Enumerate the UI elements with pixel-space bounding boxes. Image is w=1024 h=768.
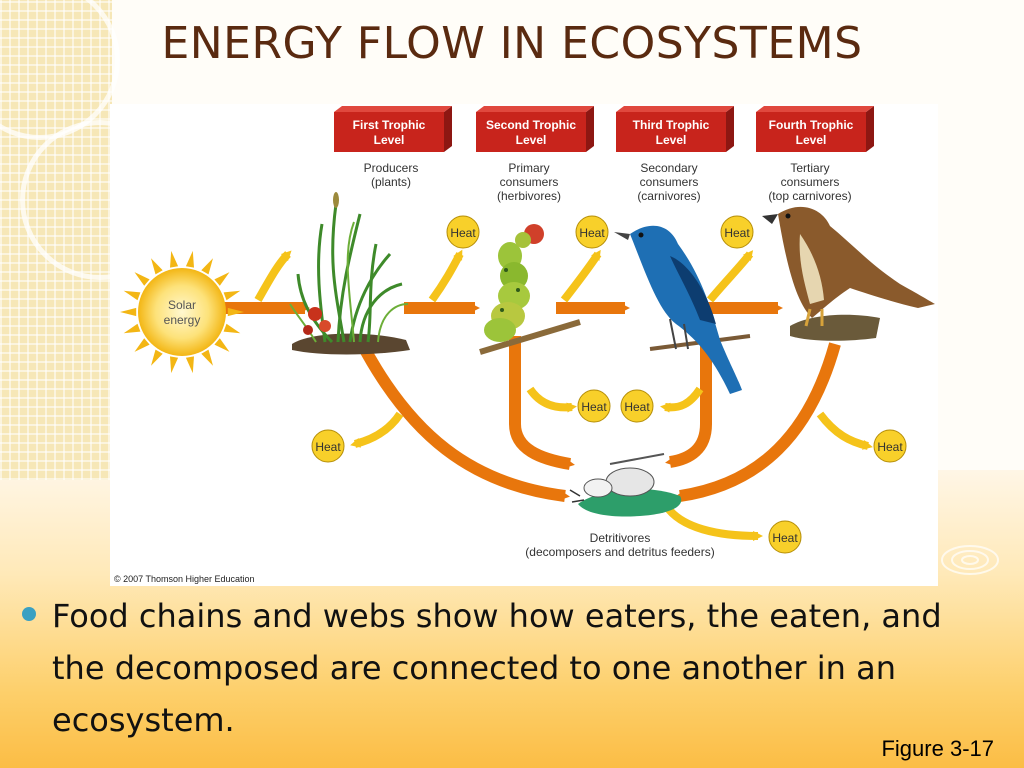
sun-ray [185, 250, 194, 268]
energy-flow-figure: First Trophic Level Second Trophic Level… [110, 104, 938, 586]
trophic-desc: (carnivores) [637, 189, 700, 203]
sun-icon: Solar energy [120, 250, 244, 374]
heat-arrow [350, 411, 404, 448]
trophic-level-box-4: Fourth Trophic Level [756, 106, 874, 152]
heat-arrow [526, 386, 577, 413]
heat-label: Heat [772, 531, 798, 545]
sun-ray [201, 258, 213, 275]
bluebird-icon [614, 225, 751, 394]
trophic-desc: Tertiary [790, 161, 829, 175]
heat-label: Heat [581, 400, 607, 414]
trophic-desc: (herbivores) [497, 189, 561, 203]
heat-arrow [661, 501, 763, 541]
sun-ray [134, 338, 150, 352]
heat-arrow [428, 249, 464, 303]
trophic-level-label: Level [796, 133, 827, 147]
energy-arrow [509, 336, 575, 470]
sun-ray [151, 349, 163, 366]
sun-ray [120, 307, 137, 317]
trophic-desc: consumers [640, 175, 699, 189]
trophic-level-label: Level [516, 133, 547, 147]
energy-arrow [356, 341, 570, 502]
heat-label: Heat [877, 440, 903, 454]
trophic-level-label: Level [656, 133, 687, 147]
trophic-desc: Producers [364, 161, 419, 175]
heat-arrow [816, 411, 873, 450]
bullet-dot-icon [22, 607, 36, 621]
sun-ray [123, 323, 141, 334]
trophic-desc: consumers [500, 175, 559, 189]
heat-arrow [660, 386, 704, 413]
caterpillar-icon [479, 224, 581, 355]
solar-label: Solar [168, 298, 196, 312]
sun-ray [151, 258, 163, 275]
heat-label: Heat [579, 226, 605, 240]
sun-ray [170, 250, 179, 268]
heat-label: Heat [724, 226, 750, 240]
trophic-desc: (top carnivores) [768, 189, 851, 203]
heat-label: Heat [315, 440, 341, 454]
heat-label: Heat [624, 400, 650, 414]
heat-arrow [706, 250, 754, 303]
decorative-ripples-icon [941, 545, 999, 575]
sun-ray [201, 349, 213, 366]
trophic-level-label: First Trophic [353, 118, 426, 132]
detritivores-label: Detritivores [590, 531, 651, 545]
trophic-level-label: Level [374, 133, 405, 147]
trophic-level-box-1: First Trophic Level [334, 106, 452, 152]
sun-ray [123, 290, 141, 301]
trophic-level-label: Third Trophic [633, 118, 710, 132]
trophic-desc: consumers [781, 175, 840, 189]
solar-label: energy [164, 313, 201, 327]
detritivores-icon [569, 453, 682, 517]
trophic-desc: Secondary [640, 161, 697, 175]
slide-title: ENERGY FLOW IN ECOSYSTEMS [161, 18, 863, 69]
trophic-level-label: Fourth Trophic [769, 118, 854, 132]
copyright-text: © 2007 Thomson Higher Education [114, 574, 255, 584]
sun-ray [223, 290, 241, 301]
trophic-desc: (plants) [371, 175, 411, 189]
energy-arrow [665, 344, 712, 468]
heat-label: Heat [450, 226, 476, 240]
sun-ray [214, 338, 230, 352]
sun-ray [170, 356, 179, 374]
trophic-level-box-3: Third Trophic Level [616, 106, 734, 152]
sun-ray [223, 323, 241, 334]
heat-arrow [560, 249, 602, 303]
sun-ray [134, 272, 150, 286]
trophic-level-label: Second Trophic [486, 118, 576, 132]
heat-circles: Heat Heat Heat Heat Heat Heat Heat Heat [311, 215, 907, 554]
sun-ray [214, 272, 230, 286]
sun-ray [227, 307, 244, 317]
heat-arrow [254, 250, 292, 302]
detritivores-desc: (decomposers and detritus feeders) [525, 545, 714, 559]
figure-label: Figure 3-17 [881, 736, 994, 761]
sun-ray [185, 356, 194, 374]
energy-flow-diagram: First Trophic Level Second Trophic Level… [114, 106, 935, 584]
bullet-point: Food chains and webs show how eaters, th… [22, 590, 1002, 746]
hawk-icon [762, 206, 935, 341]
trophic-desc: Primary [508, 161, 549, 175]
bullet-text: Food chains and webs show how eaters, th… [52, 597, 942, 739]
energy-arrow [675, 342, 841, 502]
plants-icon [289, 192, 410, 355]
trophic-level-box-2: Second Trophic Level [476, 106, 594, 152]
